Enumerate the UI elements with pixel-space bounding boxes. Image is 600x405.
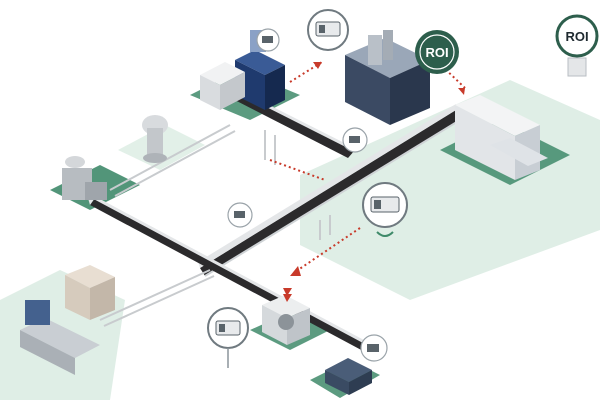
tablet-pin-middle (362, 182, 408, 237)
conveyor-main-diagonal (198, 104, 461, 277)
roi-badge-icon: ROI (415, 30, 459, 74)
machine-right-cabinets (455, 95, 548, 180)
tablet-pin-top (307, 9, 349, 51)
camera-icon (342, 127, 368, 153)
machine-scanner-left (62, 156, 107, 200)
pipe-frames (99, 124, 331, 327)
roi-badge-label: ROI (425, 45, 448, 60)
machine-top-white (200, 62, 245, 110)
camera-icon (360, 334, 388, 362)
arrow-heads (283, 62, 465, 302)
roi-badge-label: ROI (565, 29, 588, 44)
tablet-pin-bottom (207, 307, 249, 368)
machine-factory-block (345, 30, 430, 125)
machine-bottom-left-station (20, 265, 115, 375)
machine-bottom-right-cell (325, 358, 372, 395)
machine-robot-dome (142, 115, 168, 163)
camera-icon (256, 28, 280, 52)
roi-badge-icon: ROI (555, 14, 599, 77)
camera-icon (227, 202, 253, 228)
machine-center-gate (262, 295, 310, 345)
